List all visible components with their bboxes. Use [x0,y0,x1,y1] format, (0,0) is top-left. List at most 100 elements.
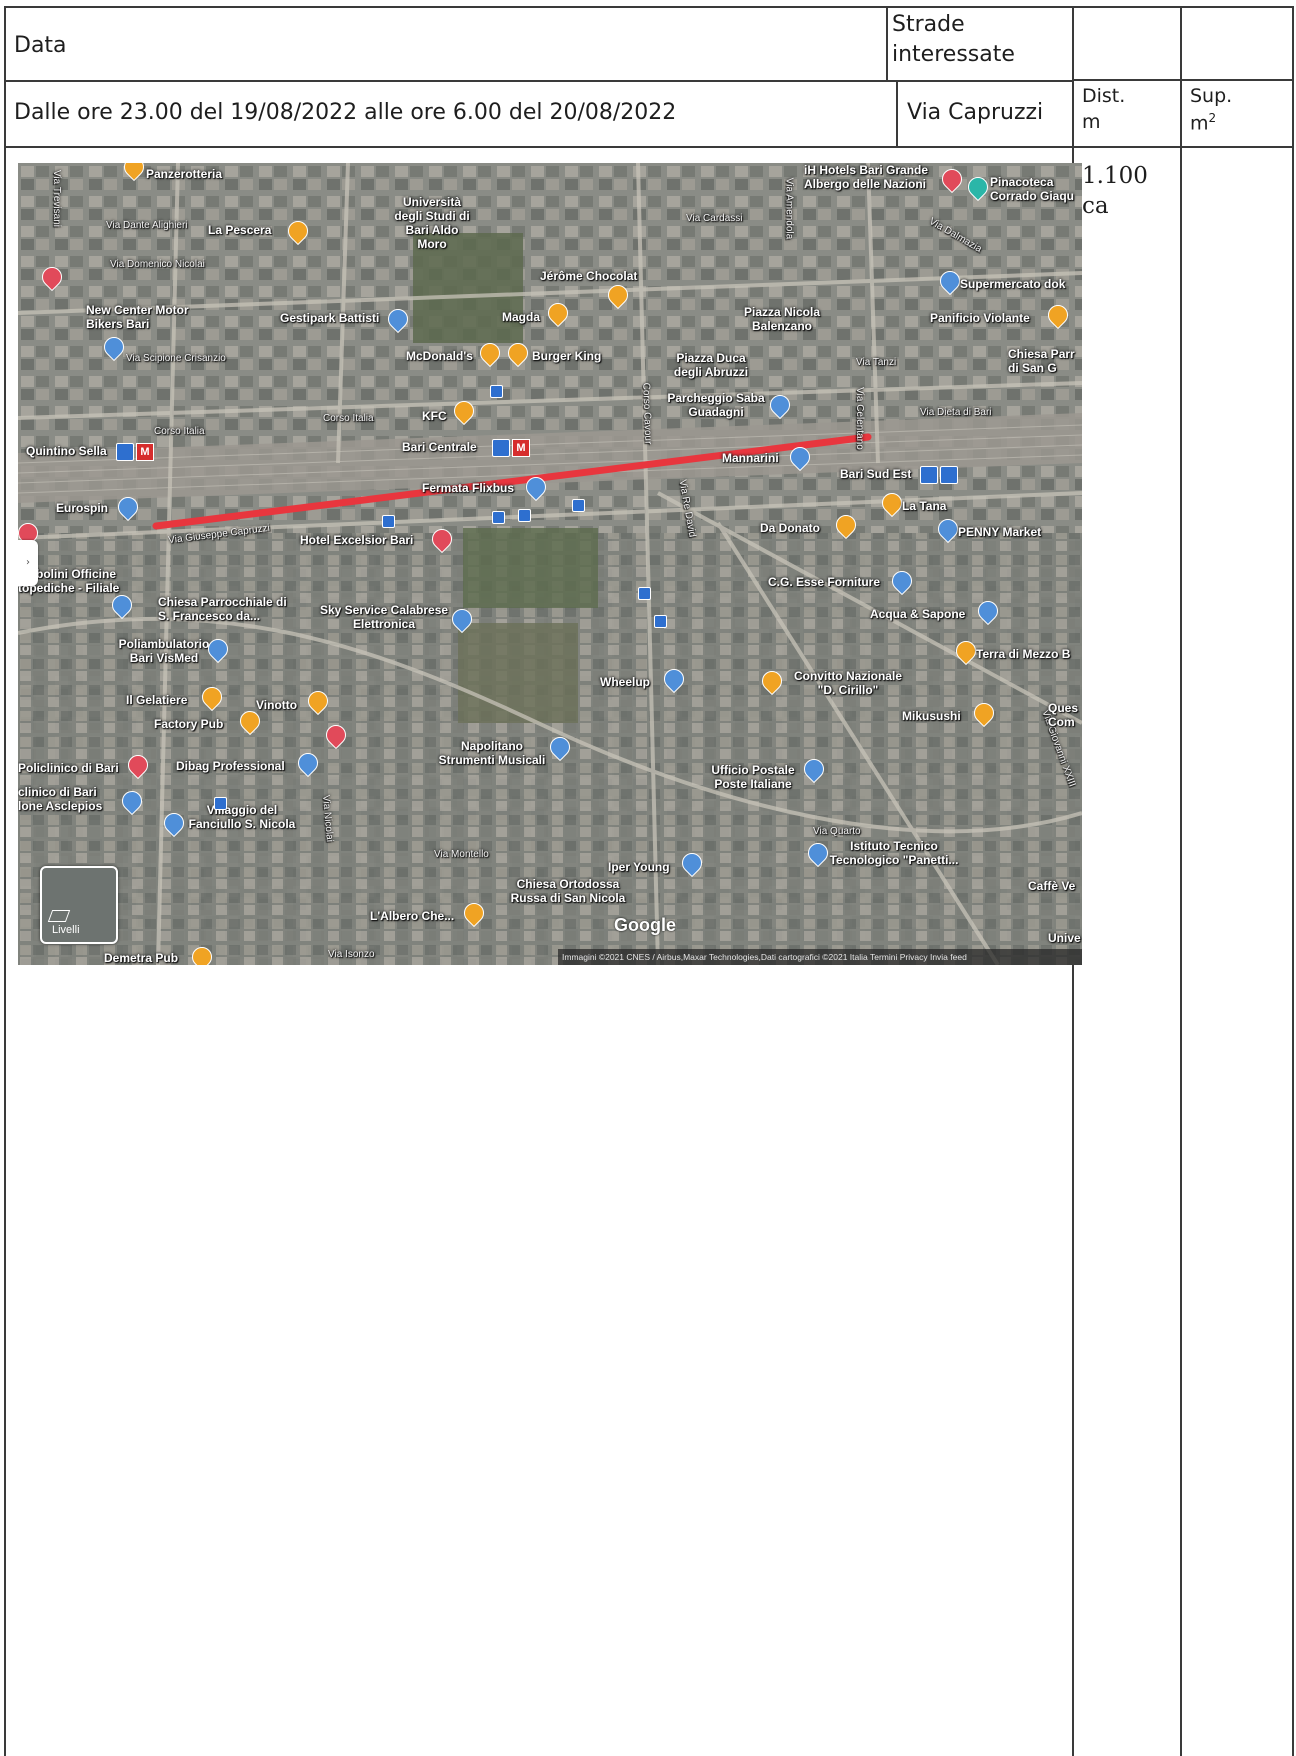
street-via-amendola: Via Amendola [783,177,795,240]
label-vinotto: Vinotto [256,698,298,712]
train-icon-quintino [116,443,134,461]
row-street: Via Capruzzi [907,100,1044,125]
table-top-border [4,6,1292,8]
label-ihhotels: iH Hotels Bari Grande Albergo delle Nazi… [804,163,929,191]
street-via-isonzo: Via Isonzo [328,949,375,960]
label-panificio: Panificio Violante [930,311,1030,325]
street-corso-cavour: Corso Cavour [640,382,654,445]
label-eurospin: Eurospin [56,501,109,515]
label-albero: L'Albero Che... [370,909,455,923]
bus-stop-icon [492,511,505,524]
bus-stop-icon [382,515,395,528]
label-ufficio-postale: Ufficio Postale Poste Italiane [711,763,795,791]
label-la-pescera: La Pescera [208,223,272,237]
label-gestipark: Gestipark Battisti [280,311,380,325]
label-magda: Magda [502,310,541,324]
google-logo: Google [614,915,676,935]
map-base [18,163,1082,965]
label-mcdonalds: McDonald's [406,349,473,363]
metro-icon-quintino: M [136,443,154,461]
label-ques: Ques Com [1048,701,1079,729]
header-dist: Dist. m [1082,84,1125,135]
bus-stop-icon [638,587,651,600]
route-line [152,433,872,530]
map-credits: Immagini ©2021 CNES / Airbus,Maxar Techn… [558,949,1082,965]
bus-stop-icon [490,385,503,398]
label-acqua-sapone: Acqua & Sapone [870,607,966,621]
label-il-gelatiere: Il Gelatiere [126,693,188,707]
header-sup-unit: m2 [1190,110,1232,137]
header-dist-label: Dist. [1082,85,1126,107]
label-pinacoteca: Pinacoteca Corrado Giaqu [990,175,1075,203]
street-via-domenico: Via Domenico Nicolai [110,259,205,270]
label-piazza-duca: Piazza Duca degli Abruzzi [673,351,749,379]
header-data: Data [14,33,67,58]
label-chiesa-parr-sg: Chiesa Parr di San G [1008,347,1075,375]
label-da-donato: Da Donato [760,521,820,535]
street-via-celentano: Via Celentano [853,387,865,450]
table-row-divider [4,146,1292,148]
label-mannarini: Mannarini [722,451,779,465]
row-date: Dalle ore 23.00 del 19/08/2022 alle ore … [14,100,677,125]
street-via-montello: Via Montello [434,849,489,860]
header-dist-unit: m [1082,110,1101,133]
label-chiesa-ortodossa: Chiesa Ortodossa Russa di San Nicola [510,877,626,905]
label-caffe: Caffè Ve [1028,879,1076,893]
layers-label: Livelli [52,924,80,936]
street-via-dieta: Via Dieta di Bari [920,407,992,418]
label-dibag: Dibag Professional [176,759,285,773]
bus-stop-icon [654,615,667,628]
label-hotel-excelsior: Hotel Excelsior Bari [300,533,414,547]
row-distance: 1.100 ca [1082,162,1148,222]
row-distance-value: 1.100 [1082,163,1148,189]
label-burger-king: Burger King [532,349,602,363]
label-napolitano: Napolitano Strumenti Musicali [438,739,546,767]
label-iper-young: Iper Young [608,860,670,874]
train-icon-sud-est-2 [940,466,958,484]
street-corso-italia: Corso Italia [154,426,205,437]
col-divider-sup [1180,6,1182,1756]
table-header-divider-right [1072,79,1292,81]
street-corso-italia-2: Corso Italia [323,413,374,424]
label-sky-service: Sky Service Calabrese Elettronica [319,603,449,631]
street-via-quarto: Via Quarto [813,826,861,837]
label-mikusushi: Mikusushi [902,709,961,723]
table-left-border [4,6,6,1756]
bus-stop-icon [572,499,585,512]
side-panel-toggle[interactable]: › [18,540,38,586]
train-icon-bari-centrale [492,439,510,457]
label-terra-mezzo: Terra di Mezzo B [976,647,1071,661]
label-universita: Università degli Studi di Bari Aldo Moro [394,195,470,251]
label-chiesa-sf: Chiesa Parrocchiale di S. Francesco da..… [158,595,287,623]
label-penny: PENNY Market [958,525,1042,539]
label-piazza-nicola: Piazza Nicola Balenzano [743,305,821,333]
table-header-divider [4,80,1072,82]
bus-stop-icon [518,509,531,522]
label-new-center: New Center Motor Bikers Bari [86,303,189,331]
satellite-map[interactable]: Via Dante Alighieri Via Domenico Nicolai… [18,163,1082,965]
label-kfc: KFC [422,409,447,423]
sup-unit-base: m [1190,111,1209,134]
label-jerome: Jérôme Chocolat [540,269,638,283]
label-wheelup: Wheelup [600,675,650,689]
train-icon-sud-est [920,466,938,484]
col-divider-strade-row [896,80,898,146]
metro-icon-bari-centrale: M [512,439,530,457]
layers-button[interactable]: Livelli [40,866,118,944]
label-bari-centrale: Bari Centrale [402,440,477,454]
table-right-border [1292,6,1294,1756]
row-distance-suffix: ca [1082,192,1109,219]
label-demetra: Demetra Pub [104,951,179,965]
label-factory-pub: Factory Pub [154,717,224,731]
label-panzerotteria: Panzerotteria [146,167,223,181]
label-parcheggio: Parcheggio Saba Guadagni [667,391,765,419]
sup-unit-exp: 2 [1208,110,1217,125]
label-clinico: clinico di Bari lone Asclepios [18,785,103,813]
bus-stop-icon [214,797,227,810]
col-divider-strade [886,6,888,80]
label-bari-sud-est: Bari Sud Est [840,467,912,481]
label-la-tana: La Tana [902,499,947,513]
label-univ: Unive [1048,931,1081,945]
label-quintino-sella: Quintino Sella [26,444,107,458]
